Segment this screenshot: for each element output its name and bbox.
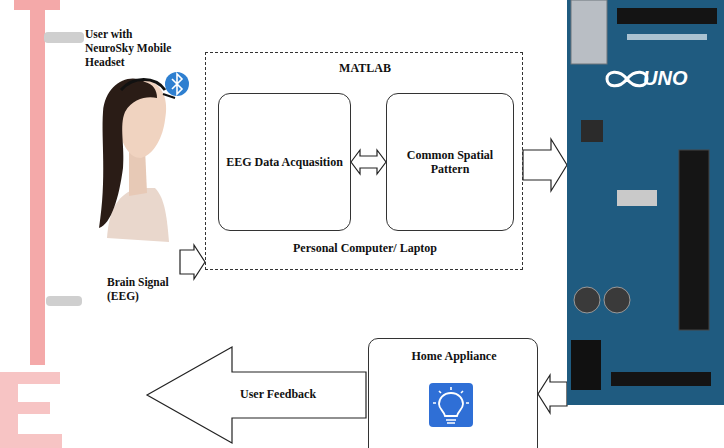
block-arrow — [538, 375, 567, 413]
node-title: Common Spatial Pattern — [393, 148, 507, 177]
watermark-bar — [30, 0, 45, 365]
hair — [99, 79, 157, 228]
capacitor — [604, 287, 630, 313]
bulb-glass — [439, 393, 463, 416]
board-illustration — [567, 0, 724, 420]
bulb-rays — [433, 387, 469, 423]
person-illustration — [85, 28, 285, 448]
headset-band — [121, 80, 165, 91]
bluetooth-icon — [165, 72, 189, 96]
node-title: UNO — [643, 66, 703, 90]
chip — [581, 120, 603, 142]
appliance-box: Home Appliance — [368, 338, 538, 448]
feedback-arrow — [147, 347, 366, 443]
node-subtitle: Brain Signal (EEG) — [107, 276, 181, 304]
arduino-board: UNO — [567, 0, 724, 405]
bulb-icon — [429, 383, 473, 427]
power-jack — [571, 340, 601, 390]
silkscreen — [627, 34, 707, 40]
bluetooth-rune — [172, 74, 182, 94]
node-subtitle: Personal Computer/ Laptop — [206, 241, 524, 255]
node-title: User with NeuroSky Mobile Headset — [85, 28, 180, 69]
usb-port — [571, 0, 607, 64]
process-box: Common Spatial Pattern — [386, 93, 514, 231]
block-arrow — [180, 245, 205, 279]
computer-box: MATLAB Personal Computer/ Laptop EEG Data … — [205, 52, 523, 270]
block-arrow — [351, 150, 386, 174]
node-title: Home Appliance — [369, 349, 539, 363]
watermark-serif — [14, 0, 60, 10]
process-box: EEG Data Acquasition — [218, 93, 351, 231]
logo-infinity — [607, 72, 647, 86]
microcontroller — [679, 150, 709, 330]
capacitor — [574, 287, 600, 313]
watermark-stroke — [46, 296, 82, 306]
header-pins — [611, 372, 711, 386]
node-title: MATLAB — [206, 61, 524, 75]
watermark-shape — [0, 372, 62, 448]
crystal — [617, 190, 657, 206]
block-arrow — [523, 139, 567, 191]
arrow-label: User Feedback — [240, 387, 362, 402]
header-pins — [617, 8, 717, 24]
watermark-stroke — [44, 32, 84, 43]
node-title: EEG Data Acquasition — [226, 155, 343, 169]
user-figure: User with NeuroSky Mobile HeadsetBrain S… — [85, 28, 180, 310]
